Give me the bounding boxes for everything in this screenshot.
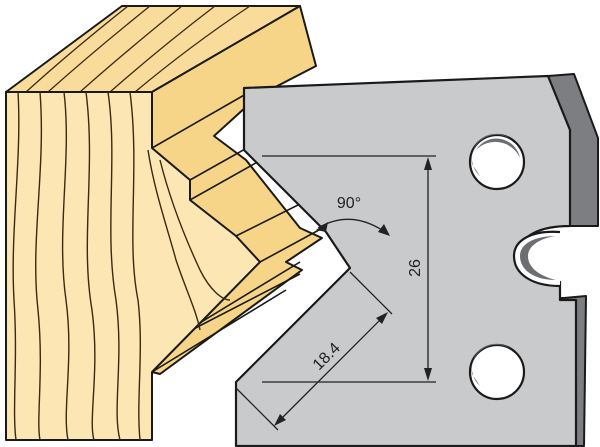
height-label: 26: [407, 259, 424, 277]
knife-lower-hole: [468, 343, 526, 401]
dimensions: [235, 155, 436, 431]
depth-dimension-line: [275, 313, 387, 425]
wood-front-face: [5, 91, 261, 441]
angle-label: 90°: [337, 195, 361, 212]
wood-front-grain: [12, 91, 231, 441]
wood-top-grain: [25, 5, 251, 93]
knife-slot-shadow: [520, 236, 556, 280]
cutter-knife: [234, 73, 599, 447]
knife-upper-hole: [468, 133, 526, 191]
